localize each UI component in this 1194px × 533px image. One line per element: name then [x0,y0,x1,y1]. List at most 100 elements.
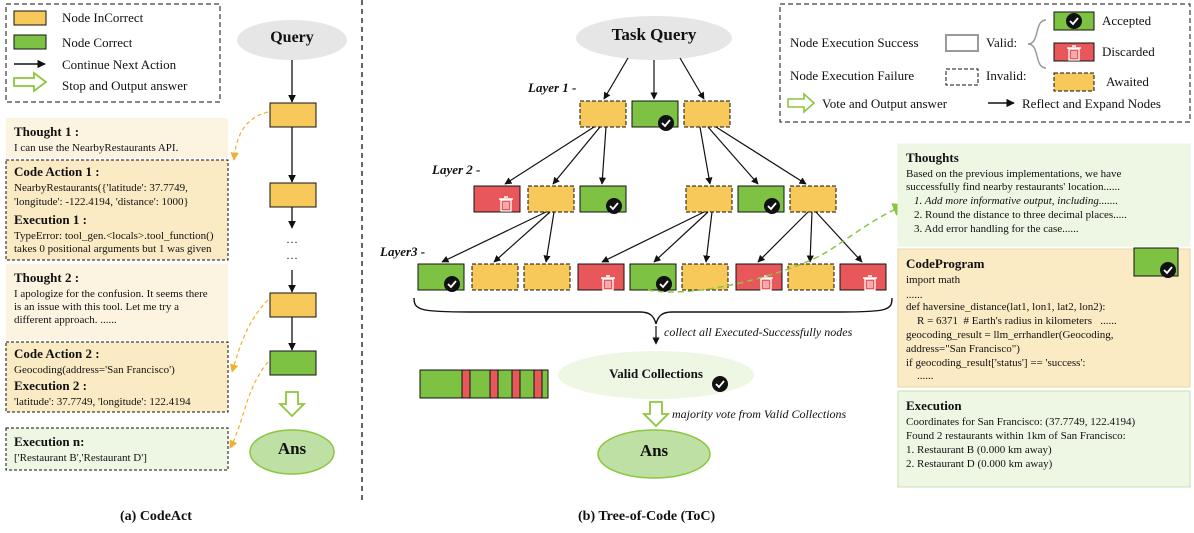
l3-node-6 [681,263,729,291]
codeact-ellipsis-2: ··· [286,251,298,265]
code-line3: def haversine_distance(lat1, lon1, lat2,… [906,301,1106,313]
collect-label: collect all Executed-Successfully nodes [664,325,853,339]
thought2-line1: I apologize for the confusion. It seems … [14,288,208,300]
l2-node-1 [473,185,521,213]
execn-line1: ['Restaurant B','Restaurant D'] [14,452,147,464]
l1-node-1 [579,100,627,128]
codeact-chain [229,20,347,475]
codeact-node-3 [269,292,317,318]
code2-line1: Geocoding(address='San Francisco') [14,364,175,376]
valid-collections-node [558,351,754,399]
codeact-node-2 [269,182,317,208]
code-line6: address="San Francisco") [906,343,1020,355]
codeact-query-node [237,20,347,60]
code1-title: Code Action 1 : [14,164,100,179]
l2-node-4 [685,185,733,213]
codeact-ans-label: Ans [277,439,307,458]
l3-node-4 [577,263,625,291]
thoughts-line2: successfully find nearby restaurants' lo… [906,181,1120,193]
exec1-title: Execution 1 : [14,212,87,227]
legend-discarded-label: Discarded [1102,44,1155,59]
toc-query-label: Task Query [611,25,697,44]
legend-correct-swatch [13,34,47,50]
thoughts-title: Thoughts [906,150,959,165]
exec-panel-bg [897,390,1191,488]
thought2-title: Thought 2 : [14,270,80,285]
exec2-line1: 'latitude': 37.7749, 'longitude': 122.41… [14,396,191,408]
legend-stop-label: Stop and Output answer [62,78,188,93]
codeact-caption: (a) CodeAct [120,509,192,524]
codeact-query-label: Query [270,29,314,46]
l3-node-9 [839,263,887,291]
thought1-text: I can use the NearbyRestaurants API. [14,142,179,154]
legend-right [779,3,1191,123]
codeact-node-correct [269,350,317,376]
codeact-ans-node [249,429,335,475]
legend-invalid-label: Invalid: [986,68,1027,83]
exec2-title: Execution 2 : [14,378,87,393]
legend-reflect-label: Reflect and Expand Nodes [1022,96,1161,111]
thoughts-item1: 1. Add more informative output, includin… [914,195,1119,207]
code-line4: R = 6371 # Earth's radius in kilometers … [906,315,1117,327]
layer3-label: Layer3 - [380,244,426,259]
collect-brace [413,297,893,325]
legend-failure-label: Node Execution Failure [790,68,915,83]
execn-title: Execution n: [14,434,85,449]
toc-caption: (b) Tree-of-Code (ToC) [578,509,716,524]
code-line8: ...... [906,370,934,382]
l3-node-3 [523,263,571,291]
codeact-stop-arrow [277,391,307,418]
l2-node-2 [527,185,575,213]
code-title: CodeProgram [906,256,985,271]
thought2-line2: is an issue with this tool. Let me try a [14,301,179,313]
legend-valid-swatch [945,34,979,52]
legend-brace [1027,19,1047,69]
codeact-ellipsis-1: ··· [286,235,298,249]
legend-left [5,3,221,103]
thoughts-item3: 3. Add error handling for the case...... [914,223,1079,235]
legend-vote-label: Vote and Output answer [822,96,948,111]
legend-incorrect-swatch [13,10,47,26]
toc-vote-arrow [641,401,671,428]
toc-query-node [576,16,732,60]
majority-label: majority vote from Valid Collections [672,407,847,421]
code-line5: geocoding_result = llm_errhandler(Geocod… [906,329,1114,341]
legend-awaited-swatch [1053,72,1095,92]
legend-accepted-label: Accepted [1102,13,1152,28]
code-line1: import math [906,274,961,286]
code1-line1: NearbyRestaurants({'latitude': 37.7749, [14,182,188,194]
toc-tree [413,16,907,479]
toc-ans-node [597,429,711,479]
exec-line2: Found 2 restaurants within 1km of San Fr… [906,430,1126,442]
legend-continue-label: Continue Next Action [62,57,177,72]
legend-correct-label: Node Correct [62,35,133,50]
reflect-link [647,203,907,293]
thoughts-item2: 2. Round the distance to three decimal p… [914,209,1127,221]
exec-title: Execution [906,398,962,413]
codeact-node-1 [269,102,317,128]
l3-node-8 [787,263,835,291]
code-line7: if geocoding_result['status'] == 'succes… [906,357,1086,369]
valid-collections-label: Valid Collections [609,366,703,381]
layer1-label: Layer 1 - [528,80,577,95]
thought2-line3: different approach. ...... [14,314,117,326]
l3-node-2 [471,263,519,291]
legend-incorrect-label: Node InCorrect [62,10,144,25]
code2-title: Code Action 2 : [14,346,100,361]
exec1-line1: TypeError: tool_gen.<locals>.tool_functi… [14,230,214,242]
l3-node-7 [735,263,783,291]
thoughts-line1: Based on the previous implementations, w… [906,168,1122,180]
legend-vote-arrow [787,92,816,114]
thoughts-panel-bg [897,143,1191,247]
layer2-label: Layer 2 - [432,162,481,177]
code1-line2: 'longitude': -122.4194, 'distance': 1000… [14,196,189,208]
toc-ans-label: Ans [639,441,669,460]
thought1-title: Thought 1 : [14,124,80,139]
collection-strip [419,369,549,399]
legend-success-label: Node Execution Success [790,35,919,50]
l2-node-6 [789,185,837,213]
legend-valid-label: Valid: [986,35,1018,50]
exec-line4: 2. Restaurant D (0.000 km away) [906,458,1053,470]
